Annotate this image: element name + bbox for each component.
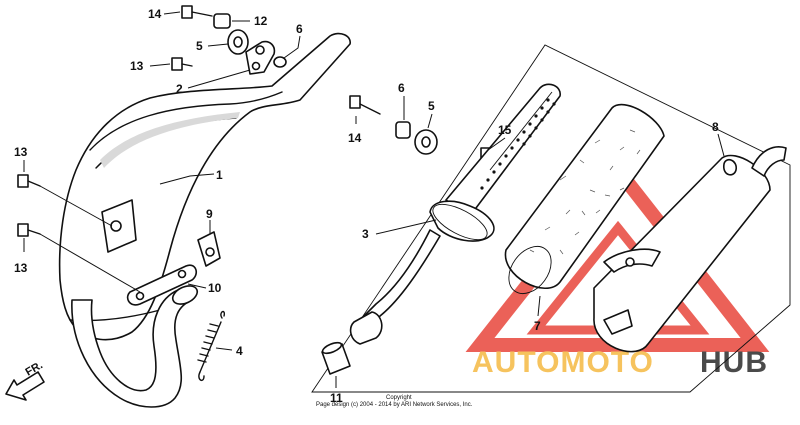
spring-4 xyxy=(197,310,226,382)
callout-6-middle: 6 xyxy=(398,81,405,95)
clamp-9 xyxy=(197,231,221,267)
silencer-body-8 xyxy=(593,146,787,353)
callout-11: 11 xyxy=(330,391,343,405)
perforation-holes xyxy=(480,98,556,190)
collar-11 xyxy=(321,341,351,375)
top-rubber-washer xyxy=(213,13,249,55)
expansion-chamber xyxy=(58,32,351,408)
callout-2: 2 xyxy=(176,82,183,96)
bolt-13-top xyxy=(171,57,193,71)
callout-5-top: 5 xyxy=(196,39,203,53)
callout-9: 9 xyxy=(206,207,213,221)
callout-10: 10 xyxy=(208,281,222,295)
inlet-bracket xyxy=(245,40,276,75)
callout-8: 8 xyxy=(712,120,719,134)
bolt-13-left-lower xyxy=(17,223,41,237)
callout-13-top: 13 xyxy=(130,59,144,73)
leader-lines xyxy=(23,11,725,388)
copyright-line-1: Copyright xyxy=(386,395,412,401)
callout-1: 1 xyxy=(216,168,223,182)
callout-7: 7 xyxy=(534,319,541,333)
callout-labels: 14 12 5 6 13 2 13 1 9 13 10 4 3 6 5 14 1… xyxy=(14,7,719,405)
collar-6-top xyxy=(273,56,287,68)
callout-14-top: 14 xyxy=(148,7,162,21)
assembly-frame xyxy=(311,44,791,393)
callout-14-middle: 14 xyxy=(348,131,362,145)
front-direction-label: FR. xyxy=(24,359,45,378)
wool-texture xyxy=(529,129,641,255)
top-bolt xyxy=(181,5,213,19)
watermark-text-automoto: AUTOMOTO xyxy=(472,346,654,379)
inner-pipe-3 xyxy=(349,83,561,345)
callout-4: 4 xyxy=(236,344,243,358)
callout-12: 12 xyxy=(254,14,268,28)
callout-6-top: 6 xyxy=(296,22,303,36)
bolt-14-middle xyxy=(349,95,381,115)
bolt-13-left-upper xyxy=(17,174,41,188)
packing-wool-7 xyxy=(504,103,665,294)
callout-5-middle: 5 xyxy=(428,99,435,113)
callout-13-left-upper: 13 xyxy=(14,145,28,159)
rubber-5-middle xyxy=(414,129,438,155)
callout-3: 3 xyxy=(362,227,369,241)
front-direction-arrow: FR. xyxy=(5,359,45,401)
callout-15: 15 xyxy=(498,123,512,137)
callout-13-left-lower: 13 xyxy=(14,261,28,275)
copyright-notice: Copyright Page design (c) 2004 - 2014 by… xyxy=(316,395,473,408)
bracket-10 xyxy=(126,264,198,306)
collar-6-middle xyxy=(395,121,411,139)
copyright-line-2: Page design (c) 2004 - 2014 by ARI Netwo… xyxy=(316,402,473,408)
